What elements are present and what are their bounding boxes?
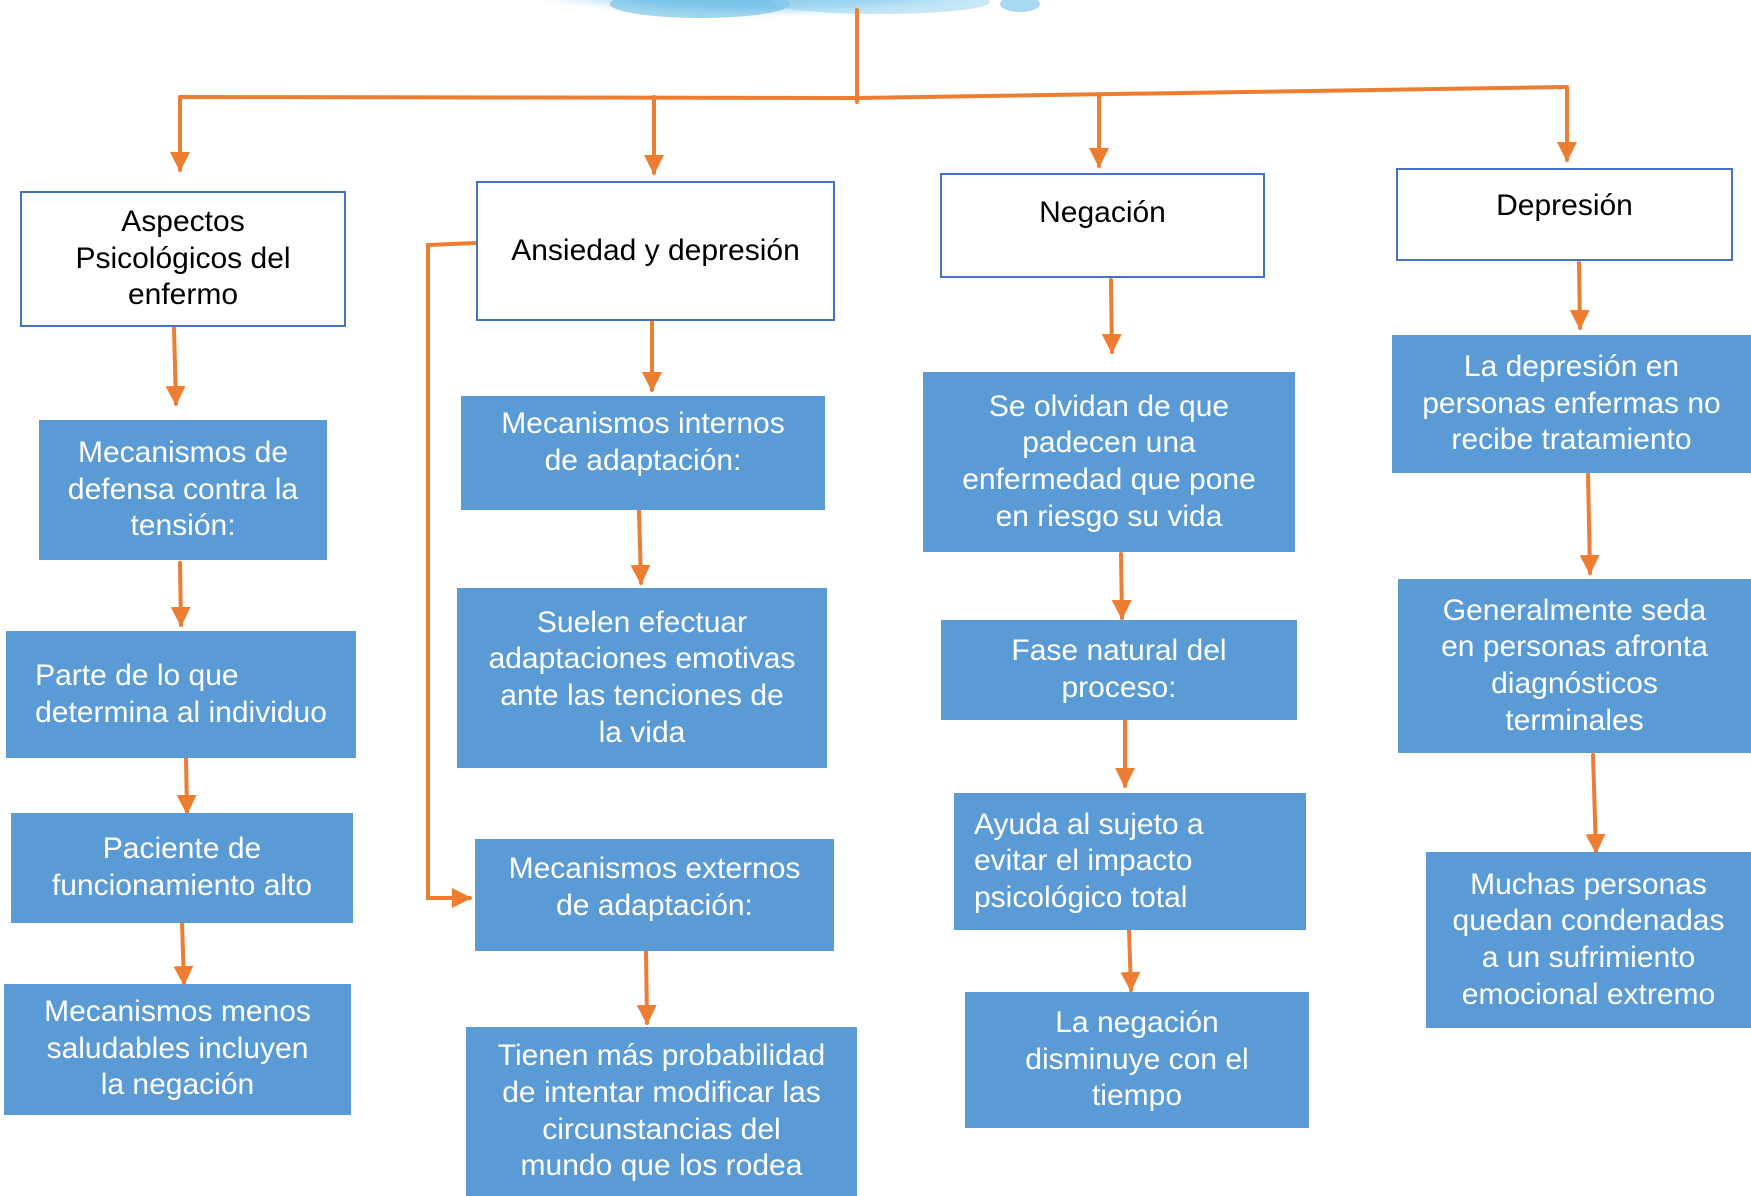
box-c2-4: Tienen más probabilidad de intentar modi… <box>466 1027 857 1196</box>
box-label: Muchas personas quedan condenadas a un s… <box>1452 867 1725 1011</box>
header-depresion: Depresión <box>1396 168 1733 261</box>
box-c1-1: Mecanismos de defensa contra la tensión: <box>39 420 327 560</box>
header-label: Negación <box>1039 196 1166 229</box>
box-label: Generalmente seda en personas afronta di… <box>1441 593 1708 737</box>
box-label: Ayuda al sujeto a evitar el impacto psic… <box>974 807 1204 914</box>
arrow-c4-3 <box>1585 753 1606 854</box>
arrow-c2-side <box>426 241 478 908</box>
header-label: Depresión <box>1496 189 1633 222</box>
arrow-c1-3 <box>176 756 197 815</box>
arrow-c1-2 <box>170 561 191 627</box>
box-label: Mecanismos externos de adaptación: <box>508 852 801 922</box>
box-c2-2: Suelen efectuar adaptaciones emotivas an… <box>457 588 827 768</box>
box-c1-3: Paciente de funcionamiento alto <box>11 813 353 923</box>
box-c1-4: Mecanismos menos saludables incluyen la … <box>4 984 351 1115</box>
header-negacion: Negación <box>940 173 1265 278</box>
box-label: Mecanismos internos de adaptación: <box>501 407 785 477</box>
arrow-c3-4 <box>1120 928 1141 992</box>
header-aspectos-psicologicos: Aspectos Psicológicos del enfermo <box>20 191 346 327</box>
arrow-c1-1 <box>165 326 186 406</box>
box-label: Se olvidan de que padecen una enfermedad… <box>962 389 1256 533</box>
box-label: Fase natural del proceso: <box>1011 634 1227 704</box>
box-c2-1: Mecanismos internos de adaptación: <box>461 396 825 510</box>
box-label: Mecanismos de defensa contra la tensión: <box>67 436 299 543</box>
box-label: Paciente de funcionamiento alto <box>51 832 313 902</box>
box-label: Tienen más probabilidad de intentar modi… <box>497 1039 826 1183</box>
arrow-c1-4 <box>173 920 194 986</box>
header-ansiedad-depresion: Ansiedad y depresión <box>476 181 835 321</box>
box-c3-3: Ayuda al sujeto a evitar el impacto psic… <box>954 793 1306 930</box>
box-label: Mecanismos menos saludables incluyen la … <box>44 995 311 1102</box>
arrow-c2-3 <box>636 949 657 1025</box>
box-label: Parte de lo que determina al individuo <box>35 658 327 729</box>
arrow-c4-1 <box>1569 261 1590 330</box>
arrow-c3-1 <box>1101 278 1122 354</box>
branch-bar <box>178 85 1569 101</box>
arrow-c3-2 <box>1111 552 1132 620</box>
box-c4-3: Muchas personas quedan condenadas a un s… <box>1426 852 1751 1028</box>
arrow-c4-2 <box>1579 471 1600 575</box>
box-c3-4: La negación disminuye con el tiempo <box>965 992 1309 1128</box>
box-label: La negación disminuye con el tiempo <box>1025 1006 1249 1113</box>
box-label: Suelen efectuar adaptaciones emotivas an… <box>488 605 796 749</box>
box-c4-1: La depresión en personas enfermas no rec… <box>1392 335 1751 473</box>
box-c2-3: Mecanismos externos de adaptación: <box>475 839 834 951</box>
box-c1-2: Parte de lo que determina al individuo <box>6 631 356 758</box>
box-c4-2: Generalmente seda en personas afronta di… <box>1398 579 1751 753</box>
box-c3-1: Se olvidan de que padecen una enfermedad… <box>923 372 1295 552</box>
box-c3-2: Fase natural del proceso: <box>941 620 1297 720</box>
header-label: Ansiedad y depresión <box>511 233 800 267</box>
watercolor-splash <box>544 0 1040 24</box>
header-label: Aspectos Psicológicos del enfermo <box>75 205 291 312</box>
box-label: La depresión en personas enfermas no rec… <box>1422 350 1721 457</box>
arrow-c2-2 <box>630 508 651 585</box>
